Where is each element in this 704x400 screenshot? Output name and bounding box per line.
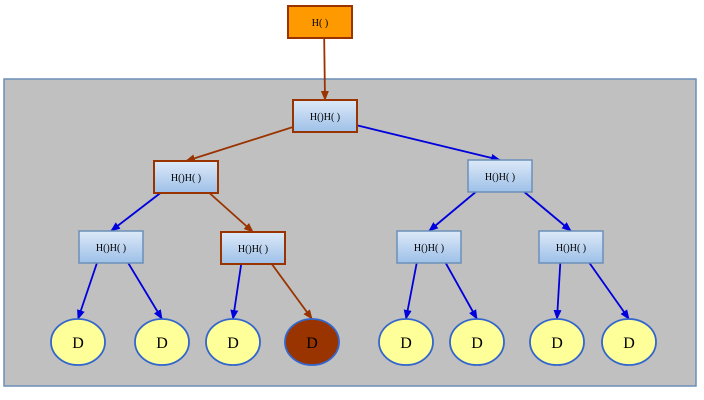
leaf-l6: D	[449, 318, 505, 366]
node-n5: H()H( )	[220, 231, 286, 265]
leaf-l1: D	[50, 318, 106, 366]
node-box	[292, 99, 358, 133]
leaf-ellipse	[378, 318, 434, 366]
leaf-l3: D	[205, 318, 261, 366]
node-label: H()H( )	[238, 244, 268, 255]
leaf-ellipse	[449, 318, 505, 366]
leaf-l7: D	[529, 318, 585, 366]
node-label: H( )	[312, 18, 328, 29]
node-label: H()H( )	[310, 112, 340, 123]
node-n2: H()H( )	[153, 160, 219, 194]
node-label: D	[227, 335, 239, 352]
leaf-ellipse	[205, 318, 261, 366]
leaf-ellipse	[284, 318, 340, 366]
node-label: D	[400, 335, 412, 352]
node-label: H()H( )	[171, 173, 201, 184]
node-n7: H()H( )	[538, 230, 604, 264]
node-box	[287, 5, 353, 39]
leaf-l5: D	[378, 318, 434, 366]
node-n3: H()H( )	[467, 159, 533, 193]
node-label: H()H( )	[485, 172, 515, 183]
node-label: D	[72, 335, 84, 352]
nodes-layer: H( ) H()H( ) H()H( ) H()H( ) H()H( ) H()H( ) H…	[50, 5, 657, 366]
node-label: H()H( )	[96, 243, 126, 254]
leaf-ellipse	[134, 318, 190, 366]
node-box	[153, 160, 219, 194]
leaf-l8: D	[601, 318, 657, 366]
node-box	[396, 230, 462, 264]
node-n1: H()H( )	[292, 99, 358, 133]
node-box	[220, 231, 286, 265]
node-label: D	[306, 335, 318, 352]
node-label: D	[471, 335, 483, 352]
edge-n1-n3	[334, 119, 501, 162]
node-root: H( )	[287, 5, 353, 39]
node-box	[78, 230, 144, 264]
node-label: D	[551, 335, 563, 352]
leaf-l4: D	[284, 318, 340, 366]
leaf-ellipse	[601, 318, 657, 366]
node-box	[538, 230, 604, 264]
node-label: D	[623, 335, 635, 352]
node-label: H()H( )	[556, 243, 586, 254]
node-box	[467, 159, 533, 193]
node-n4: H()H( )	[78, 230, 144, 264]
node-n6: H()H( )	[396, 230, 462, 264]
leaf-l2: D	[134, 318, 190, 366]
leaf-ellipse	[50, 318, 106, 366]
node-label: H()H( )	[414, 243, 444, 254]
node-label: D	[156, 335, 168, 352]
leaf-ellipse	[529, 318, 585, 366]
